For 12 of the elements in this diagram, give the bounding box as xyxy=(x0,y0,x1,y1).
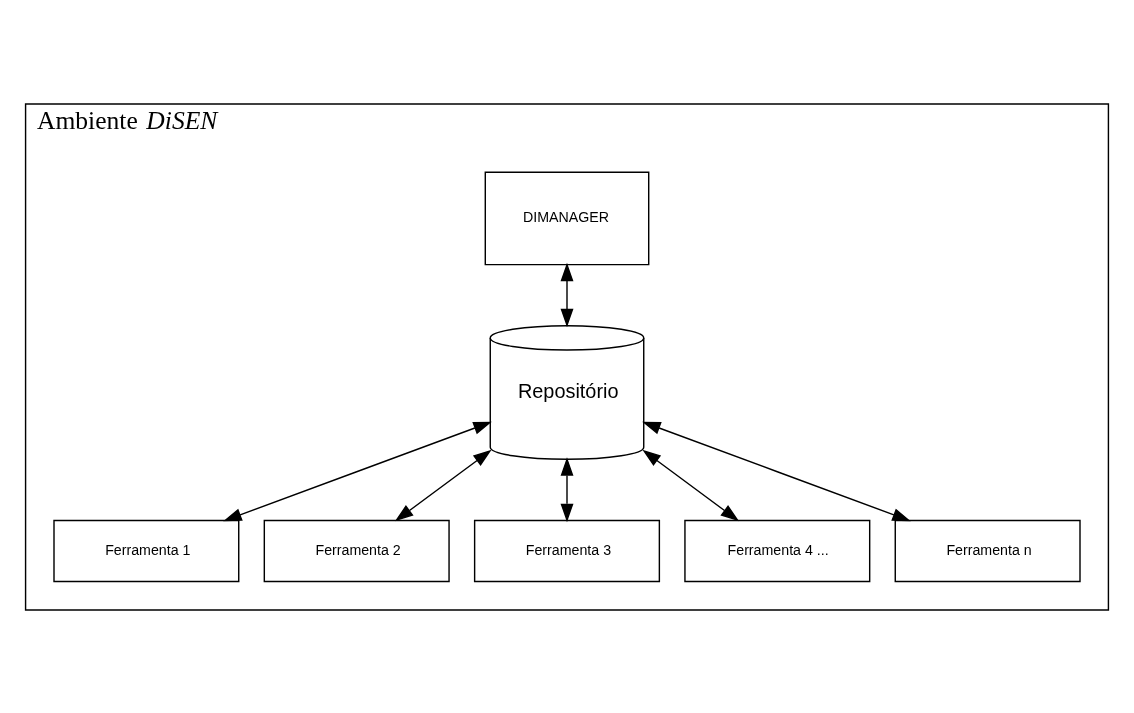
arrow xyxy=(642,421,911,521)
node-box: Ferramenta 3 xyxy=(473,519,661,582)
node-box: DIMANAGER xyxy=(484,171,650,265)
node-box: Ferramenta n xyxy=(894,519,1081,582)
arrow xyxy=(394,449,492,521)
node-box: Ferramenta 4 ... xyxy=(684,519,871,582)
arrow xyxy=(560,262,574,327)
arrow xyxy=(560,456,574,522)
node-box: Ferramenta 2 xyxy=(263,519,450,582)
node-box: Ferramenta 1 xyxy=(53,519,240,582)
arrow xyxy=(223,421,492,521)
arrow xyxy=(642,449,740,521)
